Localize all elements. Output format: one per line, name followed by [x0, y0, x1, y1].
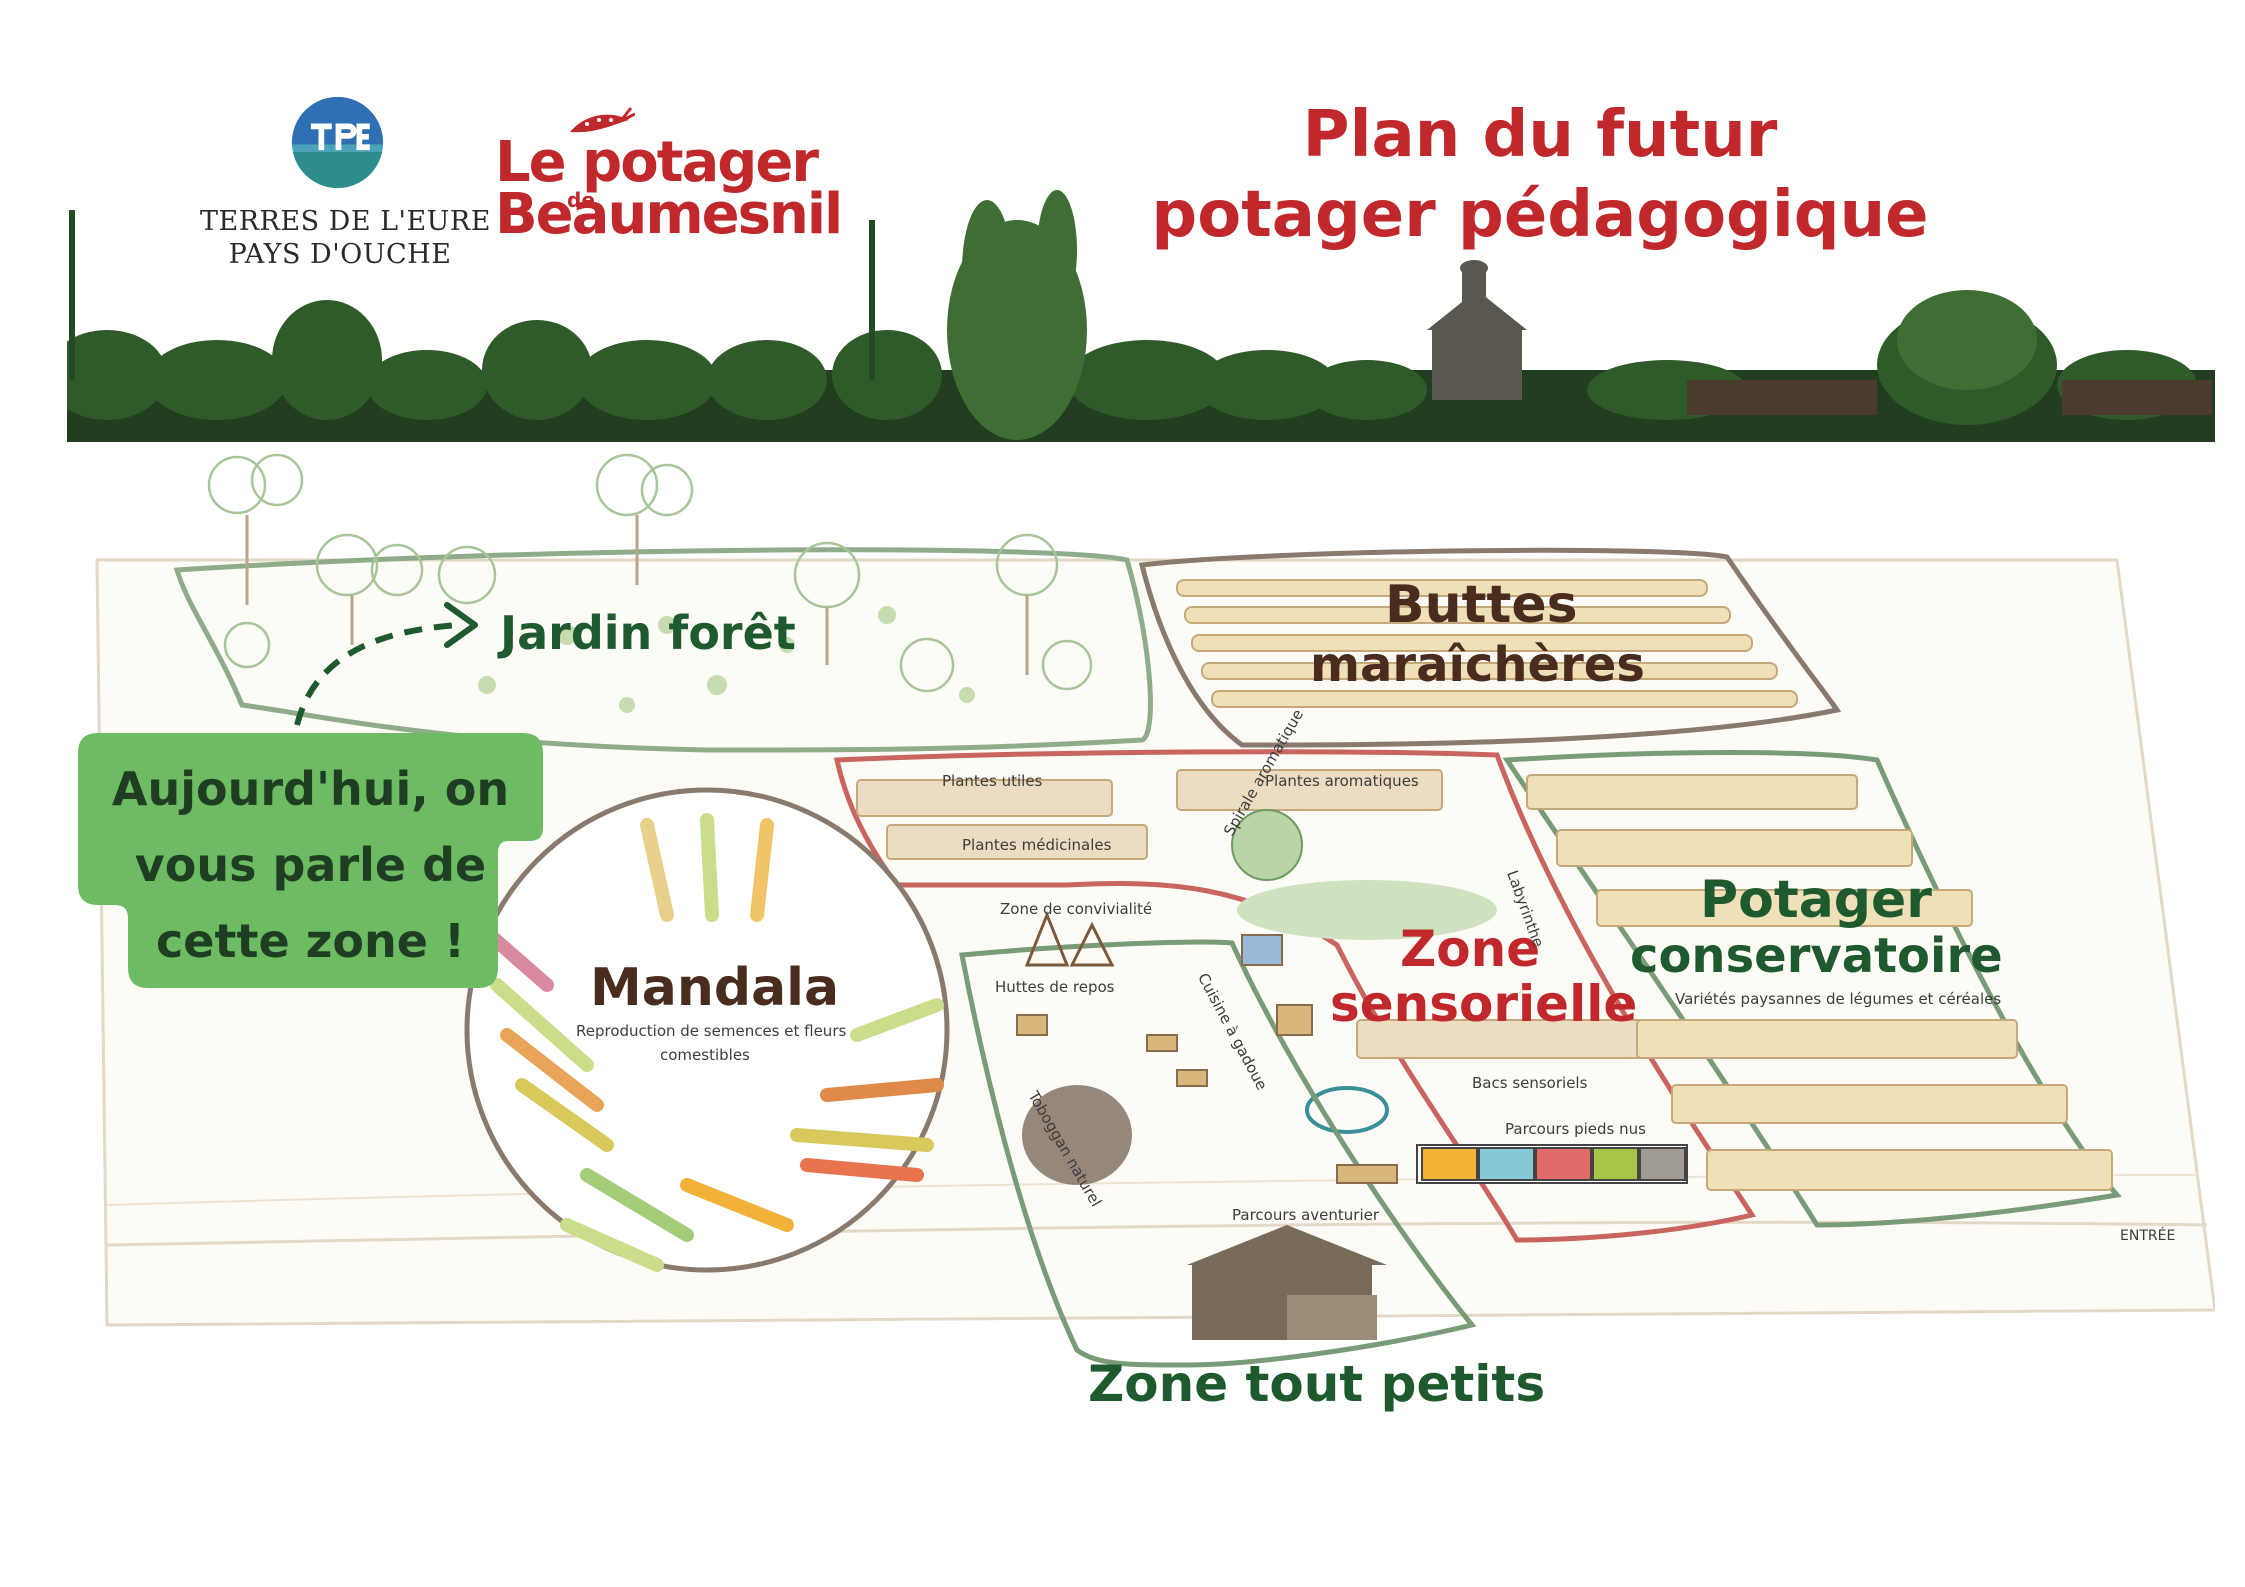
potager-logo: Le potager de Beaumesnil [495, 107, 843, 247]
callout-line1: Aujourd'hui, on [111, 762, 510, 816]
label-sensorielle-line2: sensorielle [1330, 975, 1638, 1033]
label-tout-petits: Zone tout petits [1088, 1355, 1546, 1413]
label-bacs-sensoriels: Bacs sensoriels [1472, 1074, 1588, 1092]
page-title-line1: Plan du futur [1302, 98, 1778, 172]
page-title: Plan du futur potager pédagogique [1150, 95, 1930, 255]
label-buttes-line1: Buttes [1385, 575, 1578, 635]
label-huttes-repos: Huttes de repos [995, 978, 1115, 996]
zone-buttes-maraicheres [1138, 547, 1842, 748]
label-mandala-sub2: comestibles [660, 1046, 750, 1064]
org-name-line2: PAYS D'OUCHE [228, 239, 452, 270]
tpe-circle-logo-icon [291, 96, 384, 189]
zone-tout-petits [959, 910, 1477, 1368]
label-parcours-pieds-nus: Parcours pieds nus [1505, 1120, 1646, 1138]
arrow-head-icon [444, 602, 478, 648]
page-title-line2: potager pédagogique [1151, 178, 1929, 252]
label-parcours-aventurier: Parcours aventurier [1232, 1206, 1380, 1224]
vegetable-sprout-icon [570, 107, 635, 133]
label-potager-line1: Potager [1700, 870, 1932, 930]
callout-line3: cette zone ! [156, 914, 465, 968]
label-mandala-sub1: Reproduction de semences et fleurs [576, 1022, 847, 1040]
potager-logo-line2: Beaumesnil [495, 182, 843, 247]
callout-bubble: Aujourd'hui, on vous parle de cette zone… [78, 733, 543, 988]
zone-jardin-foret [173, 453, 1153, 753]
org-name-line1: TERRES DE L'EURE [200, 206, 491, 237]
label-potager-sub: Variétés paysannes de légumes et céréale… [1675, 990, 2002, 1008]
treeline-banner [67, 190, 2215, 442]
label-mandala: Mandala [590, 958, 840, 1018]
label-potager-line2: conservatoire [1630, 928, 2003, 984]
callout-line2: vous parle de [134, 838, 487, 892]
zone-mandala [460, 787, 950, 1273]
garden-map [67, 445, 2215, 1445]
callout-text: Aujourd'hui, on vous parle de cette zone… [78, 751, 543, 979]
label-plantes-aromatiques: Plantes aromatiques [1265, 772, 1419, 790]
potager-logo-de: de [567, 188, 595, 212]
zone-sensorielle [833, 749, 1757, 1243]
label-entree: ENTRÉE [2120, 1228, 2176, 1244]
label-zone-convivialite: Zone de convivialité [1000, 900, 1153, 918]
zone-potager-conservatoire [1502, 750, 2122, 1228]
label-buttes-line2: maraîchères [1310, 637, 1645, 693]
callout-arrow [294, 622, 458, 726]
label-sensorielle-line1: Zone [1400, 920, 1541, 978]
label-plantes-utiles: Plantes utiles [942, 772, 1043, 790]
label-jardin-foret: Jardin forêt [500, 606, 796, 660]
label-plantes-medicinales: Plantes médicinales [962, 836, 1112, 854]
callout-shape [78, 733, 543, 988]
org-name: TERRES DE L'EURE PAYS D'OUCHE [200, 205, 491, 271]
potager-logo-line1: Le potager [495, 130, 819, 195]
